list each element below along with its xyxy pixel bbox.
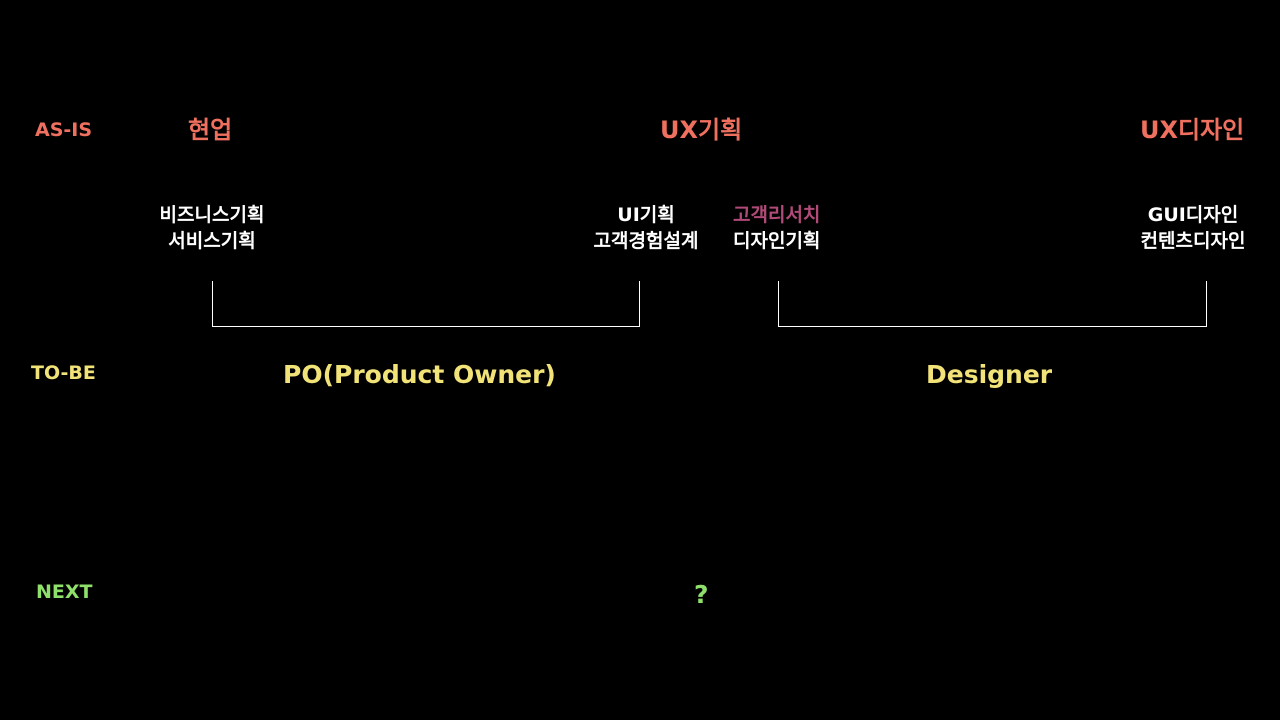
as-is-row-label: AS-IS	[35, 119, 93, 141]
item-customer-research: 고객리서치	[733, 204, 821, 226]
item-content-design: 컨텐츠디자인	[1140, 230, 1246, 252]
ux-planning-left-items: UI기획 고객경험설계	[590, 202, 702, 254]
to-be-designer-label: Designer	[926, 360, 1053, 389]
designer-group-bracket	[778, 281, 1207, 327]
item-design-planning: 디자인기획	[733, 230, 821, 252]
as-is-header-ux-design: UX디자인	[1140, 116, 1245, 144]
item-service-planning: 서비스기획	[168, 230, 256, 252]
item-gui-design: GUI디자인	[1147, 204, 1239, 226]
as-is-header-ux-planning: UX기획	[660, 116, 743, 144]
item-cx-design: 고객경험설계	[593, 230, 699, 252]
to-be-po-label: PO(Product Owner)	[283, 360, 556, 389]
to-be-row-label: TO-BE	[31, 362, 96, 384]
ux-planning-right-items: 고객리서치 디자인기획	[733, 202, 820, 254]
next-row-label: NEXT	[36, 581, 93, 603]
as-is-header-business: 현업	[188, 116, 233, 144]
ux-design-items: GUI디자인 컨텐츠디자인	[1136, 202, 1250, 254]
business-items: 비즈니스기획 서비스기획	[156, 202, 268, 254]
po-group-bracket	[212, 281, 640, 327]
item-business-planning: 비즈니스기획	[159, 204, 265, 226]
item-ui-planning: UI기획	[617, 204, 675, 226]
next-question-mark: ?	[694, 580, 709, 609]
